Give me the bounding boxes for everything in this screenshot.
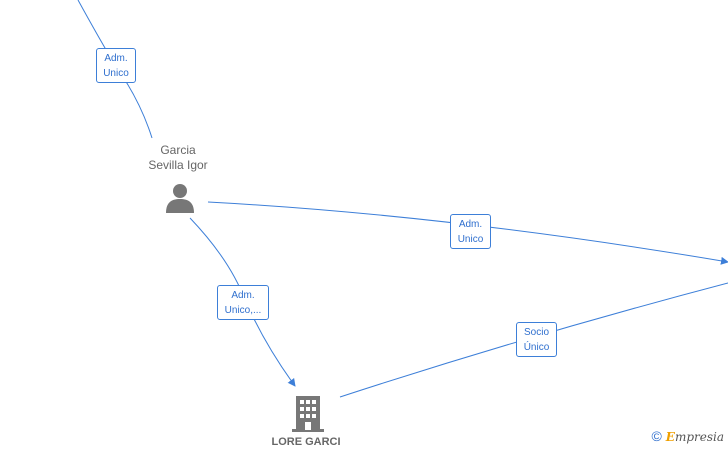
edge-label-right[interactable]: Adm. Unico xyxy=(450,214,491,249)
edge-label-socio[interactable]: Socio Único xyxy=(516,322,557,357)
brand-name: mpresia xyxy=(674,430,724,444)
person-name-line1: Garcia xyxy=(160,143,196,157)
person-name[interactable]: Garcia Sevilla Igor xyxy=(128,143,228,173)
edge-label-top-line2: Unico xyxy=(103,68,129,79)
edge-label-right-line1: Adm. xyxy=(458,219,483,230)
company-name[interactable]: LORE GARCI xyxy=(271,436,341,448)
edge-label-top[interactable]: Adm. Unico xyxy=(96,48,136,83)
person-name-line2: Sevilla Igor xyxy=(148,158,208,172)
edge-label-top-line1: Adm. xyxy=(104,53,128,64)
copyright-symbol: © xyxy=(651,428,662,444)
edge-label-socio-line1: Socio xyxy=(523,327,549,338)
edge-label-company-line2: Unico,... xyxy=(224,305,262,316)
edge-label-company[interactable]: Adm. Unico,... xyxy=(217,285,269,320)
person-icon[interactable] xyxy=(164,183,196,213)
edge-label-right-line2: Unico xyxy=(457,234,484,245)
building-icon[interactable] xyxy=(292,396,324,432)
brand-initial: E xyxy=(665,430,675,444)
edge-label-socio-line2: Único xyxy=(523,342,550,353)
brand-logo: ©Empresia xyxy=(651,428,724,444)
edge-label-company-line1: Adm. xyxy=(231,290,255,301)
